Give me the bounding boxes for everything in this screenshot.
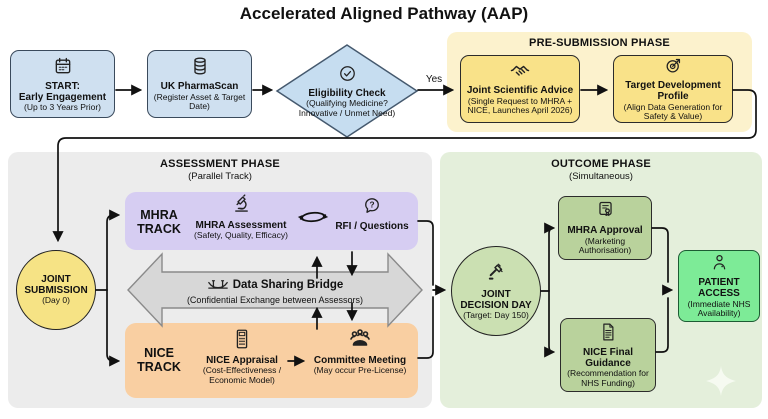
data-sharing-bridge-node: Data Sharing Bridge (Confidential Exchan…	[150, 277, 400, 305]
document-icon	[599, 322, 617, 347]
committee-sub: (May occur Pre-License)	[313, 365, 407, 376]
joint-scientific-advice-node: Joint Scientific Advice (Single Request …	[460, 55, 580, 123]
committee-meeting-node: Committee Meeting (May occur Pre-License…	[308, 328, 412, 376]
start-node: START: Early Engagement (Up to 3 Years P…	[10, 50, 115, 118]
joint-decision-day-node: JOINT DECISION DAY (Target: Day 150)	[451, 246, 541, 336]
mhra-approval-title: MHRA Approval	[567, 225, 643, 237]
target-icon	[664, 56, 683, 80]
nice-appraisal-sub: (Cost-Effectiveness / Economic Model)	[202, 365, 282, 385]
committee-title: Committee Meeting	[313, 355, 407, 366]
bridge-title: Data Sharing Bridge	[232, 279, 344, 292]
check-circle-icon	[338, 64, 357, 88]
joint-submission-node: JOINT SUBMISSION (Day 0)	[16, 250, 96, 330]
cycle-arrows-icon	[294, 206, 332, 233]
meeting-icon	[348, 328, 372, 355]
svg-text:?: ?	[369, 200, 374, 210]
gavel-icon	[485, 262, 507, 289]
mhra-approval-node: MHRA Approval (Marketing Authorisation)	[558, 196, 652, 260]
yes-label: Yes	[425, 74, 443, 85]
mhra-assessment-node: MHRA Assessment (Safety, Quality, Effica…	[188, 194, 294, 241]
mhra-approval-sub: (Marketing Authorisation)	[578, 235, 632, 256]
calculator-icon	[232, 328, 252, 355]
rfi-title: RFI / Questions	[335, 221, 409, 232]
nice-appraisal-title: NICE Appraisal	[206, 355, 278, 366]
assessment-phase-label: ASSESSMENT PHASE	[160, 158, 280, 170]
start-title: START:	[45, 80, 80, 92]
nice-guidance-title: NICE Final Guidance	[582, 346, 633, 369]
pharmascan-sub: (Register Asset & Target Date)	[153, 91, 246, 112]
patient-access-sub: (Immediate NHS Availability)	[687, 298, 751, 319]
bridge-icon	[207, 277, 229, 295]
page-title: Accelerated Aligned Pathway (AAP)	[239, 4, 529, 23]
tdp-sub: (Align Data Generation for Safety & Valu…	[623, 101, 723, 122]
handshake-icon	[509, 62, 531, 85]
mhra-assessment-sub: (Safety, Quality, Efficacy)	[193, 230, 288, 241]
start-sub: (Up to 3 Years Prior)	[23, 101, 101, 112]
assessment-phase-sublabel: (Parallel Track)	[188, 171, 252, 182]
nice-final-guidance-node: NICE Final Guidance (Recommendation for …	[560, 318, 656, 392]
tdp-title: Target Development Profile	[625, 80, 721, 103]
nice-guidance-sub: (Recommendation for NHS Funding)	[567, 368, 649, 388]
pharmascan-node: UK PharmaScan (Register Asset & Target D…	[147, 50, 252, 118]
bridge-sub: (Confidential Exchange between Assessors…	[186, 295, 364, 305]
database-icon	[190, 56, 210, 81]
eligibility-node: Eligibility Check (Qualifying Medicine? …	[287, 56, 407, 126]
jsa-sub: (Single Request to MHRA + NICE, Launches…	[467, 95, 573, 116]
patient-icon	[710, 253, 729, 277]
target-development-profile-node: Target Development Profile (Align Data G…	[613, 55, 733, 123]
rfi-questions-node: ? RFI / Questions	[330, 196, 414, 232]
sparkle-icon	[704, 364, 738, 403]
nice-track-label: NICE TRACK	[137, 346, 181, 375]
nice-appraisal-node: NICE Appraisal (Cost-Effectiveness / Eco…	[190, 328, 294, 385]
question-bubble-icon: ?	[362, 196, 382, 221]
microscope-icon	[231, 194, 252, 220]
mhra-track-label: MHRA TRACK	[137, 208, 181, 237]
certificate-icon	[596, 200, 615, 225]
nice-track-box	[125, 323, 418, 398]
jsa-title: Joint Scientific Advice	[466, 85, 574, 97]
outcome-phase-sublabel: (Simultaneous)	[569, 171, 633, 182]
pharmascan-title: UK PharmaScan	[160, 81, 239, 93]
patient-access-node: PATIENT ACCESS (Immediate NHS Availabili…	[678, 250, 760, 322]
outcome-phase-label: OUTCOME PHASE	[551, 158, 651, 170]
pre-submission-phase-label: PRE-SUBMISSION PHASE	[529, 37, 670, 49]
calendar-icon	[53, 56, 73, 81]
eligibility-sub: (Qualifying Medicine? Innovative / Unmet…	[298, 98, 396, 118]
